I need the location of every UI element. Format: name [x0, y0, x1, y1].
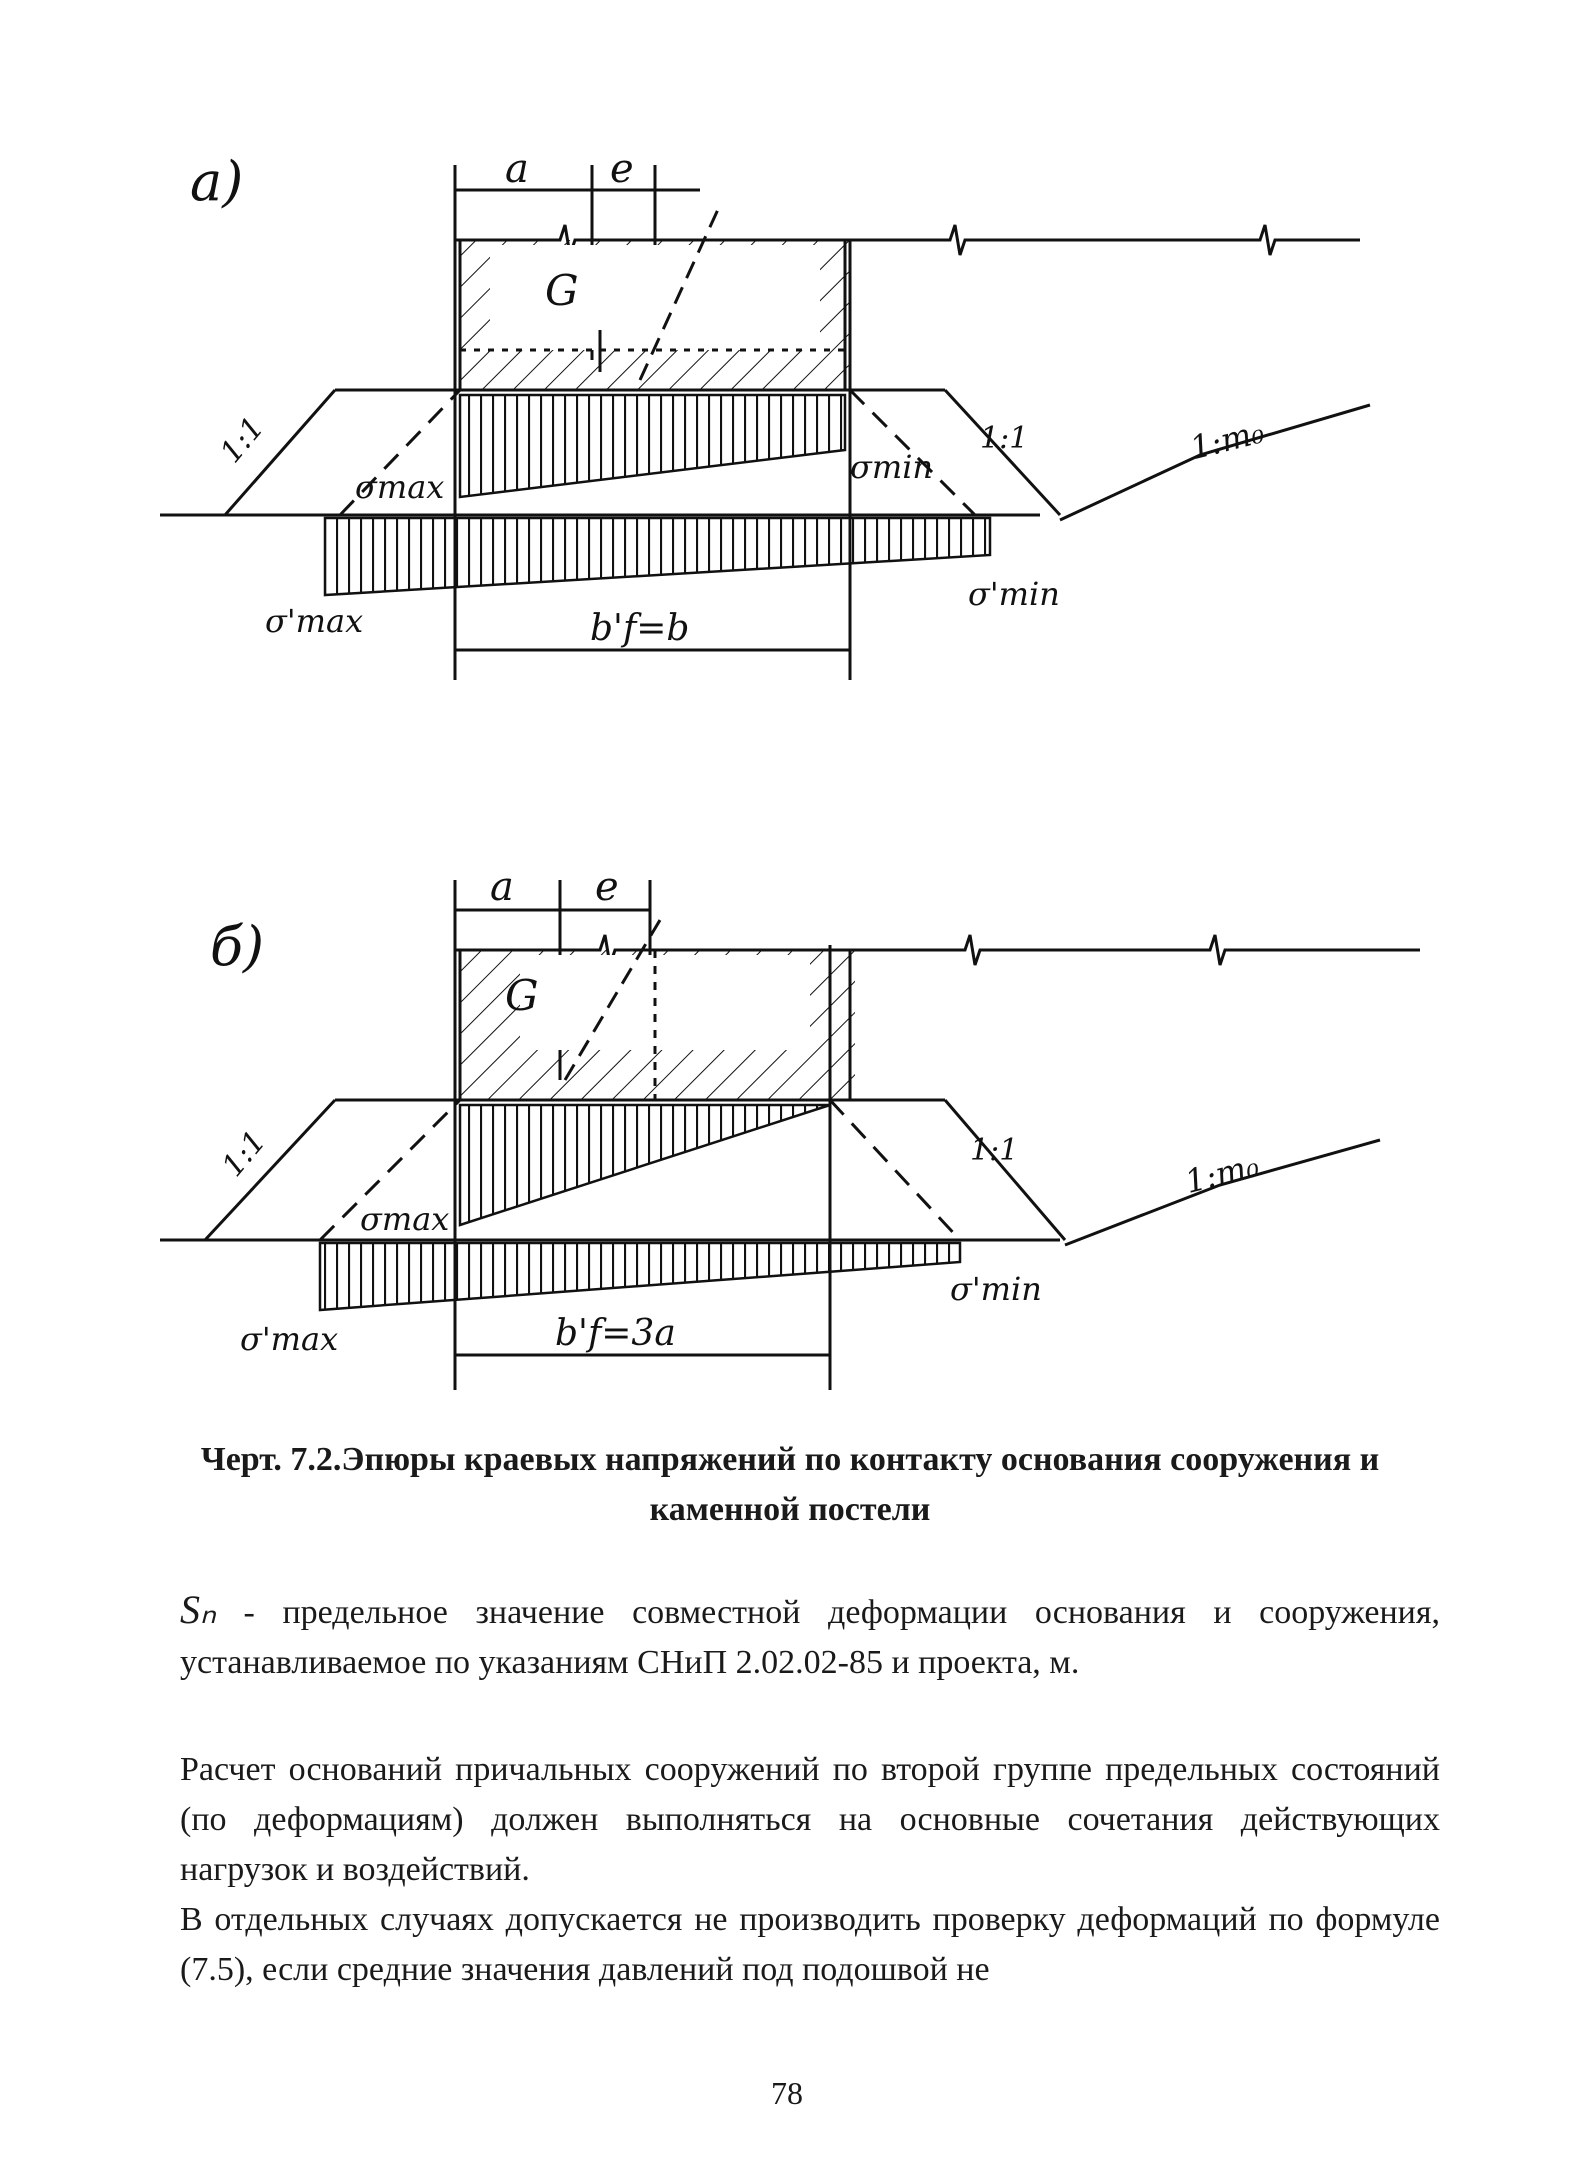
definition-text: - предельное значение совместной деформа… [180, 1594, 1440, 1681]
panel-b-label: б) [210, 915, 264, 978]
panel-b-sigma-max: σmax [360, 1200, 449, 1238]
panel-a-load-g: G [545, 266, 579, 315]
page-number: 78 [771, 2075, 803, 2111]
panel-a-dim-a: a [505, 146, 529, 192]
panel-a-width: b'f=b [590, 608, 689, 649]
panel-b-width: b'f=3a [555, 1313, 676, 1354]
panel-a-slope-far: 1:m₀ [1186, 412, 1267, 467]
figure-caption: Черт. 7.2.Эпюры краевых напряжений по ко… [200, 1441, 1380, 1528]
panel-b-slope-far: 1:m₀ [1181, 1146, 1262, 1201]
panel-b: б) a e G 1:1 1:1 1:m₀ σmax σ'max σ'min [160, 864, 1420, 1390]
panel-b-sigma-min-prime: σ'min [950, 1270, 1042, 1308]
panel-a: а) a e G 1:1 1:1 1:m₀ σmax σ [160, 146, 1371, 680]
panel-b-dim-a: a [490, 864, 514, 910]
panel-a-slope-left: 1:1 [214, 410, 272, 469]
symbol-sn: Sₙ [180, 1587, 216, 1632]
panel-a-sigma-min-prime: σ'min [968, 575, 1060, 613]
paragraph-1: Расчет оснований причальных сооружений п… [180, 1751, 1440, 1888]
panel-a-dim-e: e [610, 146, 634, 192]
panel-b-slope-right: 1:1 [970, 1133, 1018, 1168]
panel-a-label: а) [190, 150, 243, 213]
definition-paragraph: Sₙ - предельное значение совместной дефо… [180, 1585, 1440, 1688]
panel-a-sigma-max-prime: σ'max [265, 602, 363, 640]
panel-a-sigma-min: σmin [850, 448, 933, 486]
panel-b-load-g: G [505, 971, 539, 1020]
figure-stress-diagrams: а) a e G 1:1 1:1 1:m₀ σmax σ [160, 146, 1420, 1390]
panel-a-slope-right: 1:1 [980, 421, 1028, 456]
panel-b-sigma-max-prime: σ'max [240, 1320, 338, 1358]
paragraph-2: В отдельных случаях допускается не произ… [180, 1901, 1440, 1988]
panel-a-sigma-max: σmax [355, 468, 444, 506]
panel-b-dim-e: e [595, 864, 619, 910]
